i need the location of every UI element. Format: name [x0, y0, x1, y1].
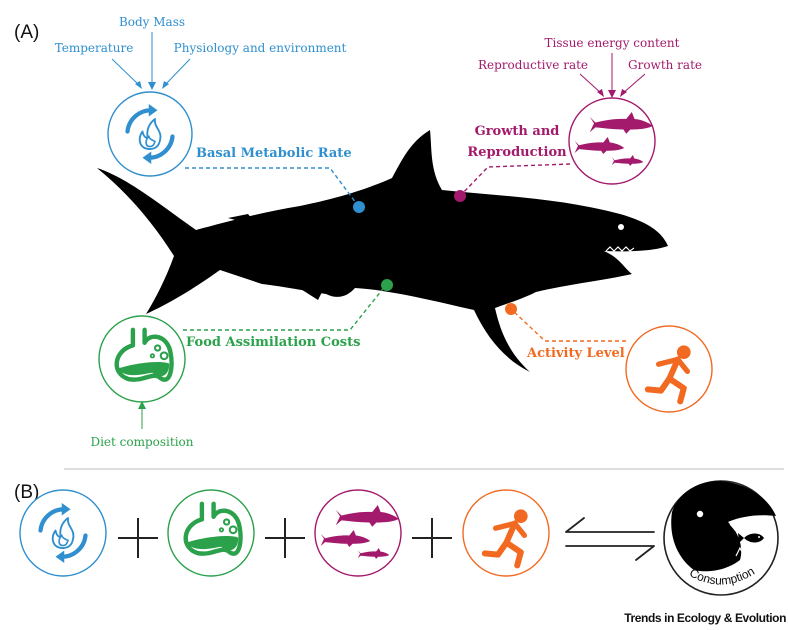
- eq-basal-circle: [20, 490, 106, 576]
- activity-circle: [626, 326, 712, 412]
- eq-growth-circle: [315, 490, 401, 576]
- basal-input-body-mass: Body Mass: [119, 15, 185, 29]
- growth-circle: [569, 98, 655, 184]
- growth-title-line2: Reproduction: [467, 145, 567, 160]
- food-title: Food Assimilation Costs: [186, 335, 360, 350]
- eq-activity-circle: [463, 490, 549, 576]
- plus-sign: [412, 518, 452, 558]
- basal-title: Basal Metabolic Rate: [196, 146, 352, 161]
- activity-connector: [511, 309, 626, 341]
- journal-credit: Trends in Ecology & Evolution: [624, 611, 786, 625]
- growth-connector: [460, 164, 570, 196]
- plus-sign: [118, 518, 158, 558]
- food-connector: [183, 285, 386, 330]
- panel-a-label: (A): [14, 22, 39, 43]
- food-input-diet: Diet composition: [90, 435, 193, 449]
- activity-dot: [505, 303, 517, 315]
- activity-group: Activity Level: [505, 303, 712, 412]
- growth-title-line1: Growth and: [475, 124, 560, 139]
- shark-eye: [618, 224, 624, 230]
- growth-input-reproductive: Reproductive rate: [478, 58, 588, 72]
- food-dot: [381, 279, 393, 291]
- activity-title: Activity Level: [526, 346, 625, 361]
- basal-metabolic-group: Body Mass Temperature Physiology and env…: [55, 15, 365, 213]
- equilibrium-arrows-icon: [566, 518, 654, 560]
- plus-sign: [265, 518, 305, 558]
- basal-input-temperature: Temperature: [55, 41, 134, 55]
- basal-circle: [108, 92, 192, 176]
- equation-row: Consumption: [20, 481, 778, 595]
- growth-input-tissue: Tissue energy content: [545, 36, 680, 50]
- food-group: Food Assimilation Costs Diet composition: [90, 279, 393, 449]
- growth-input-growth-rate: Growth rate: [628, 58, 702, 72]
- growth-group: Tissue energy content Reproductive rate …: [454, 36, 702, 202]
- growth-dot: [454, 190, 466, 202]
- basal-dot: [353, 201, 365, 213]
- basal-input-physiology: Physiology and environment: [174, 41, 347, 55]
